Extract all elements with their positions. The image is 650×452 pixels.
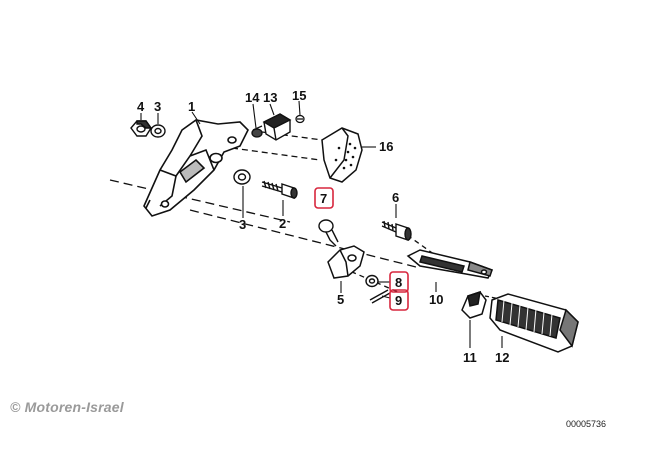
callout-15[interactable]: 15 <box>292 88 306 103</box>
part-1-footrest-bracket <box>143 119 249 217</box>
part-12-footpeg-rubber <box>489 293 579 353</box>
callout-10[interactable]: 10 <box>429 292 443 307</box>
part-3-washer-lower <box>233 169 251 185</box>
callout-11[interactable]: 11 <box>463 350 477 365</box>
part-4-nut <box>130 120 153 137</box>
callout-1[interactable]: 1 <box>188 99 195 114</box>
part-11-clip <box>461 290 487 319</box>
callout-8[interactable]: 8 <box>395 275 402 290</box>
part-6-bolt <box>381 220 412 241</box>
highlight-box-8 <box>389 271 409 293</box>
part-9-split-pin <box>369 289 391 304</box>
part-3-washer <box>150 124 166 138</box>
callout-3-top[interactable]: 3 <box>154 99 161 114</box>
callout-14[interactable]: 14 <box>245 90 260 105</box>
leader-lines <box>140 100 503 348</box>
highlight-boxes <box>314 187 409 311</box>
part-2-bolt <box>261 180 298 199</box>
highlight-box-9 <box>389 289 409 311</box>
highlight-box-7 <box>314 187 334 209</box>
drawing-number: 00005736 <box>566 419 607 429</box>
part-7-pivot-pin <box>318 219 339 247</box>
part-14-stud <box>251 125 263 138</box>
part-16-heel-guard <box>321 127 363 183</box>
callout-4[interactable]: 4 <box>137 99 145 114</box>
callout-5[interactable]: 5 <box>337 292 344 307</box>
callout-13[interactable]: 13 <box>263 90 277 105</box>
part-15-screw <box>295 114 305 124</box>
watermark-text: © Motoren-Israel <box>10 399 124 415</box>
callout-3-bottom[interactable]: 3 <box>239 217 246 232</box>
callout-9[interactable]: 9 <box>395 293 402 308</box>
part-8-washer <box>365 274 379 288</box>
callout-6[interactable]: 6 <box>392 190 399 205</box>
callout-16[interactable]: 16 <box>379 139 393 154</box>
part-10-footrest-arm <box>406 249 494 279</box>
callout-labels: 4 3 1 14 13 15 16 3 2 6 7 8 9 5 10 11 12 <box>137 88 509 365</box>
callout-7[interactable]: 7 <box>320 191 327 206</box>
part-5-pivot-bracket <box>327 245 365 279</box>
callout-2[interactable]: 2 <box>279 216 286 231</box>
callout-12[interactable]: 12 <box>495 350 509 365</box>
part-13-rubber-buffer <box>262 113 292 141</box>
